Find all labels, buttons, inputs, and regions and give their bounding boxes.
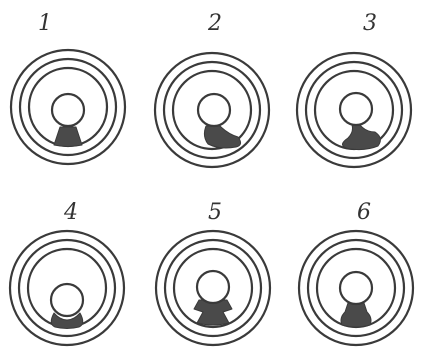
blob [204, 126, 240, 148]
panel-number: 4 [63, 200, 78, 225]
core-circle [197, 271, 229, 303]
panel-number: 1 [38, 11, 52, 36]
core-circle [198, 94, 230, 126]
panel-6: 6 [299, 200, 413, 345]
panel-5: 5 [156, 200, 270, 345]
panel-4: 4 [10, 200, 124, 345]
core-circle [51, 284, 83, 316]
blob [342, 125, 380, 150]
panel-number: 2 [207, 11, 222, 36]
panel-3: 3 [297, 11, 411, 167]
core-circle [340, 272, 372, 304]
panel-number: 3 [363, 11, 377, 36]
panel-2: 2 [155, 11, 269, 167]
panel-1: 1 [11, 11, 125, 164]
panel-number: 5 [208, 200, 222, 225]
core-circle [52, 94, 84, 126]
blob [341, 303, 371, 327]
panel-number: 6 [357, 200, 371, 225]
blob [54, 127, 82, 147]
core-circle [340, 93, 372, 125]
